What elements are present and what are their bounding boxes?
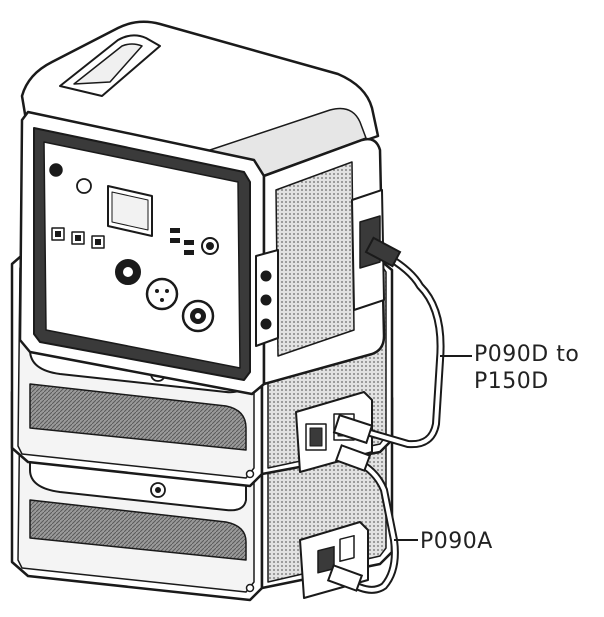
label-p090a: P090A xyxy=(420,529,493,554)
main-power-station xyxy=(18,20,386,396)
label-upper-line2: P150D xyxy=(474,369,549,394)
label-p090d-to-p150d: P090D to P150D xyxy=(474,341,579,395)
label-upper-line1: P090D to xyxy=(474,342,580,367)
cable-p090a xyxy=(326,444,399,594)
cable-p090d-to-p150d xyxy=(332,236,445,449)
